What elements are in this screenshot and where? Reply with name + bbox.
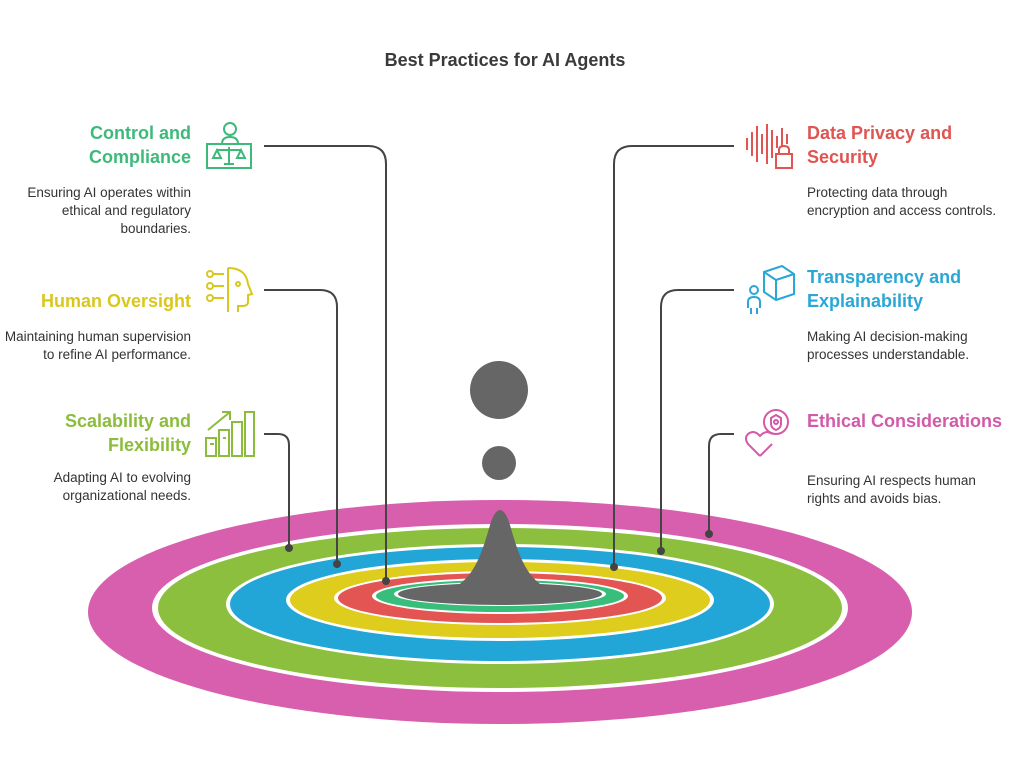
head-circuit-icon bbox=[204, 264, 256, 316]
heading-control-compliance: Control and Compliance bbox=[88, 123, 191, 167]
desc-ethical-considerations: Ensuring AI respects human rights and av… bbox=[807, 473, 976, 506]
drop-small bbox=[482, 446, 516, 480]
heading-data-privacy-security: Data Privacy and Security bbox=[807, 123, 953, 167]
connector-dot-scalability bbox=[285, 544, 293, 552]
desc-human-oversight: Maintaining human supervision to refine … bbox=[4, 329, 191, 362]
heading-human-oversight: Human Oversight bbox=[40, 291, 191, 311]
connector-scalability bbox=[264, 433, 290, 547]
connector-ethical bbox=[708, 433, 734, 533]
person-cube-icon bbox=[744, 264, 796, 316]
heart-shield-icon bbox=[744, 408, 796, 460]
connector-data bbox=[613, 145, 734, 566]
connector-transparency bbox=[660, 289, 734, 550]
heading-scalability-flexibility: Scalability and Flexibility bbox=[64, 411, 191, 455]
waveform-lock-icon bbox=[744, 120, 796, 172]
connector-dot-transparency bbox=[657, 547, 665, 555]
desc-transparency-explainability: Making AI decision-making processes unde… bbox=[807, 329, 970, 362]
desc-control-compliance: Ensuring AI operates within ethical and … bbox=[27, 185, 191, 236]
connector-control bbox=[264, 145, 387, 580]
growth-bars-icon bbox=[204, 408, 256, 460]
connector-dot-control bbox=[382, 577, 390, 585]
connector-dot-human bbox=[333, 560, 341, 568]
page-title: Best Practices for AI Agents bbox=[384, 50, 626, 70]
connector-human bbox=[264, 289, 338, 563]
heading-ethical-considerations: Ethical Considerations bbox=[807, 411, 1003, 431]
splash-spike bbox=[430, 510, 570, 594]
desc-scalability-flexibility: Adapting AI to evolving organizational n… bbox=[53, 470, 191, 503]
desc-data-privacy-security: Protecting data through encryption and a… bbox=[807, 185, 997, 218]
drop-large bbox=[470, 361, 528, 419]
heading-transparency-explainability: Transparency and Explainability bbox=[807, 267, 962, 311]
connector-dot-data bbox=[610, 563, 618, 571]
connector-dot-ethical bbox=[705, 530, 713, 538]
scales-person-icon bbox=[204, 120, 256, 172]
